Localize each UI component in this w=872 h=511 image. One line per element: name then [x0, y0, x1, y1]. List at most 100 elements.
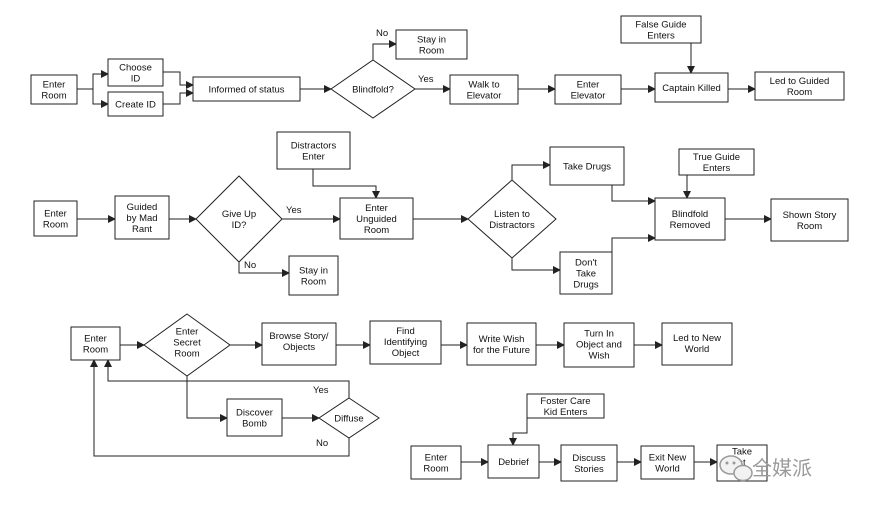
edge-giveup-no [238, 262, 290, 277]
label-line: ID [131, 74, 141, 85]
edge-true-guide-to-blindfold-removed [683, 173, 717, 199]
label-line: Objects [283, 342, 315, 353]
label-line: Led to New [673, 333, 721, 344]
label-line: Room [301, 277, 326, 288]
label-line: Kid Enters [544, 407, 588, 418]
label-line: False Guide [635, 20, 686, 31]
label-line: Stay in [417, 35, 446, 46]
node-create-id: Create ID [107, 91, 164, 117]
edge-blindfold-no [372, 40, 397, 60]
label-line: Room [174, 349, 199, 360]
label-line: Don't [575, 258, 597, 269]
node-debrief-label: Debrief [498, 457, 529, 468]
label-line: Enter [302, 152, 325, 163]
label-line: Take [732, 447, 752, 458]
label-line: Enter [577, 80, 600, 91]
label-line: by Mad [126, 213, 157, 224]
label-line: Give Up [222, 209, 256, 220]
edge-label-no: No [244, 260, 256, 271]
node-diffuse-decision-label: Diffuse [334, 414, 363, 425]
node-browse-story-objects-label: Browse Story/Objects [269, 331, 328, 353]
label-line: Object [392, 348, 420, 359]
edge-label-yes: Yes [286, 205, 302, 216]
label-line: Led to Guided [770, 76, 830, 87]
label-line: Wish [588, 351, 609, 362]
edge-create-to-informed [163, 89, 194, 105]
label-line: Choose [119, 63, 152, 74]
edge-label-yes: Yes [418, 74, 434, 85]
node-blindfold-decision: Blindfold? [330, 59, 416, 119]
label-line: Take [576, 269, 596, 280]
label-line: World [655, 464, 680, 475]
label-line: Browse Story/ [269, 331, 328, 342]
label-line: Listen to [494, 209, 530, 220]
node-create-id-label: Create ID [115, 100, 156, 111]
label-line: for the Future [473, 345, 530, 356]
label-line: Enter [365, 203, 388, 214]
edge-label-no: No [376, 28, 388, 39]
edge-take-to-blindfold-removed [611, 180, 656, 205]
label-line: Elevator [467, 91, 502, 102]
label-line: Blindfold? [352, 85, 394, 96]
label-line: Stories [574, 464, 604, 475]
label-line: Create ID [115, 100, 156, 111]
label-line: Take Drugs [563, 162, 611, 173]
edge-dont-to-blindfold-removed [611, 234, 656, 255]
node-take-drugs: Take Drugs [549, 146, 625, 186]
edge-listen-to-take [511, 161, 551, 180]
edge-label-no: No [316, 438, 328, 449]
edge-labels: No Yes Yes No Yes No [244, 28, 434, 449]
label-line: Elevator [571, 91, 606, 102]
label-line: Guided [127, 202, 158, 213]
edge-secret-to-bomb [186, 376, 228, 422]
node-informed-of-status-label: Informed of status [208, 85, 284, 96]
label-line: Captain Killed [662, 83, 721, 94]
edge-choose-to-informed [163, 71, 194, 89]
label-line: Enter [176, 327, 199, 338]
node-blindfold-decision-label: Blindfold? [352, 85, 394, 96]
label-line: Distractors [489, 220, 535, 231]
label-line: World [685, 344, 710, 355]
label-line: Debrief [498, 457, 529, 468]
label-line: Write Wish [479, 334, 525, 345]
label-line: Foster Care [540, 396, 590, 407]
label-line: Walk to [468, 80, 499, 91]
node-browse-story-objects: Browse Story/Objects [261, 322, 337, 366]
label-line: Bomb [242, 419, 267, 430]
label-line: Secret [173, 338, 201, 349]
edge-listen-to-dont [511, 258, 561, 274]
